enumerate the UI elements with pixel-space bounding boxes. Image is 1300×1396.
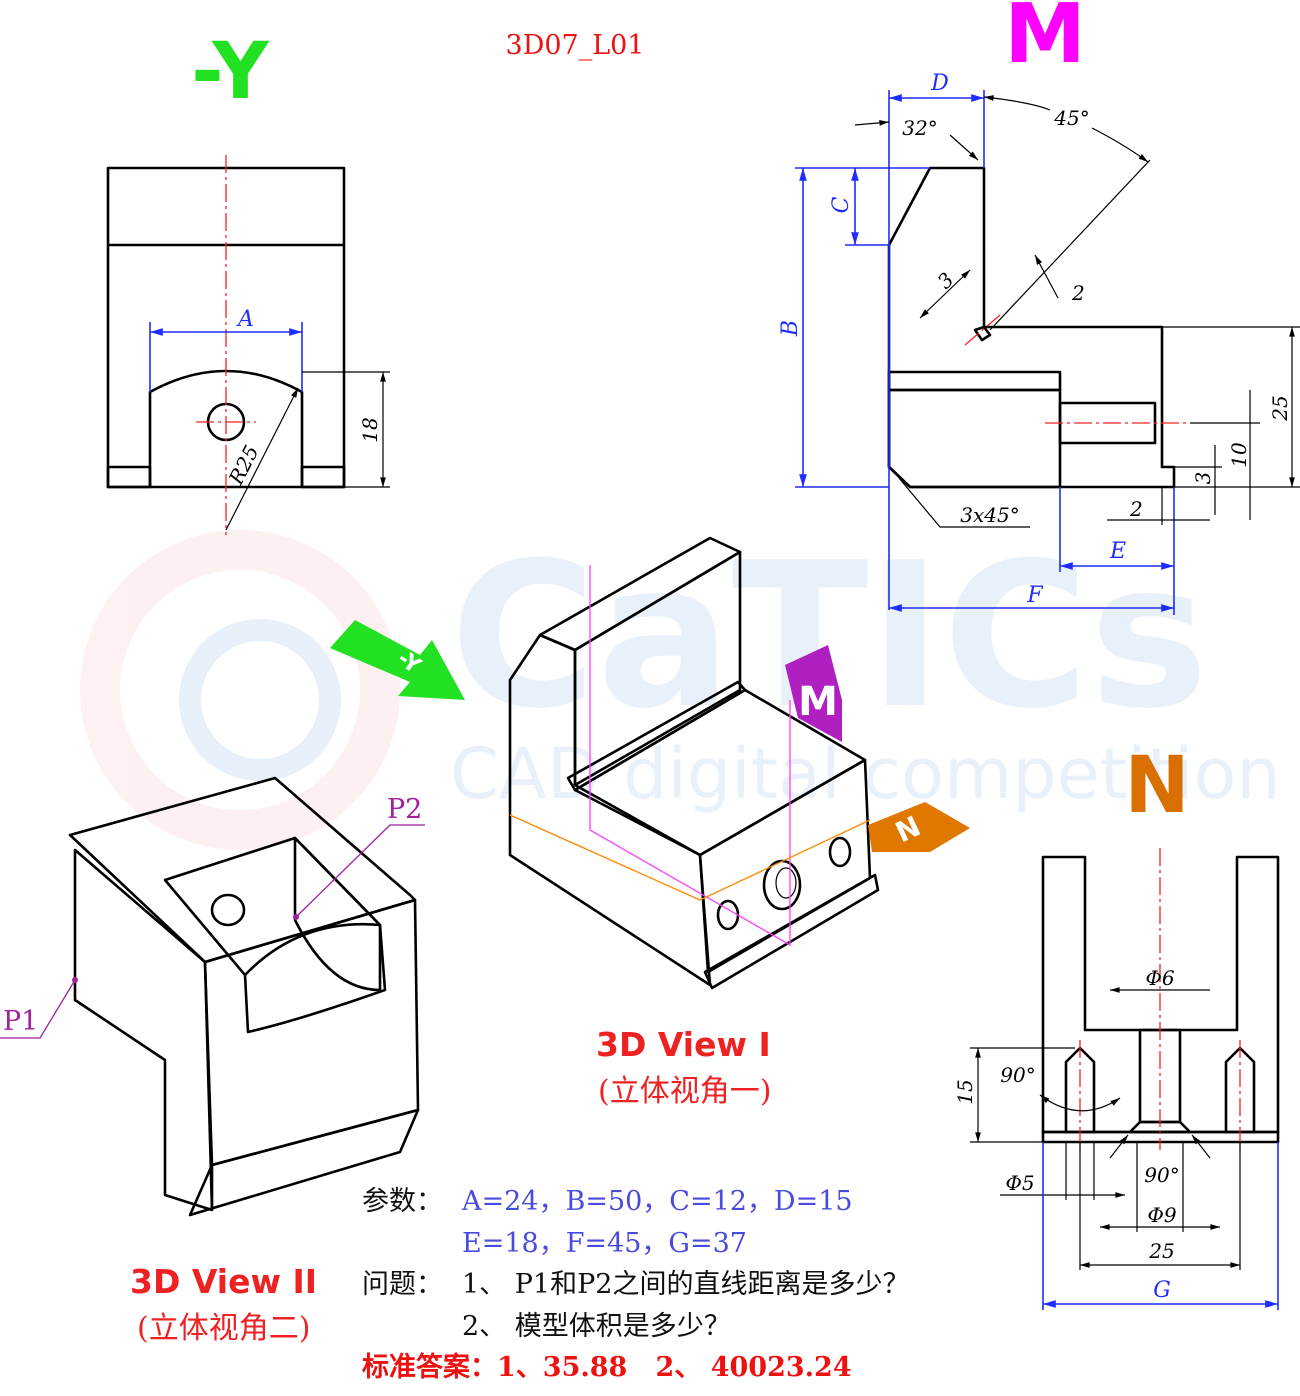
dim-phi9: Φ9 <box>1147 1203 1176 1227</box>
view-3d-1 <box>508 536 880 990</box>
params-label: 参数： <box>362 1186 443 1217</box>
params-line2: E=18，F=45，G=37 <box>462 1228 747 1259</box>
question-1: 1、 P1和P2之间的直线距离是多少？ <box>462 1269 910 1300</box>
view-3d-2: P1 P2 <box>0 776 425 1217</box>
dim-25: 25 <box>1268 395 1292 421</box>
dim-r25: R25 <box>223 441 263 489</box>
params-line1: A=24，B=50，C=12，D=15 <box>462 1186 853 1217</box>
dim-18: 18 <box>358 417 382 442</box>
view-label-y: -Y <box>191 27 270 117</box>
standard-answer: 标准答案：1、35.88 2、 40023.24 <box>362 1352 852 1383</box>
dim-e: E <box>1109 539 1126 564</box>
caption-view1-cn: (立体视角一) <box>598 1074 772 1109</box>
question-2: 2、 模型体积是多少？ <box>462 1311 731 1342</box>
view-label-m: M <box>1004 0 1086 82</box>
view-label-n: N <box>1124 741 1189 831</box>
dim-phi5: Φ5 <box>1005 1171 1034 1195</box>
dim-d: D <box>930 71 949 96</box>
dim-32deg: 32° <box>902 116 937 140</box>
dim-b: B <box>778 320 803 337</box>
caption-view1: 3D View I <box>596 1025 771 1064</box>
dim-c: C <box>829 196 854 213</box>
dim-10: 10 <box>1227 442 1251 468</box>
drawing-code: 3D07_L01 <box>506 30 645 61</box>
dim-2-step: 2 <box>1129 497 1143 521</box>
question-label: 问题： <box>362 1269 443 1300</box>
dim-25-n: 25 <box>1148 1239 1174 1263</box>
caption-view2-cn: (立体视角二) <box>137 1311 311 1346</box>
dim-90deg-csink: 90° <box>1144 1163 1179 1187</box>
tag-m-label: M <box>798 679 838 725</box>
dim-phi6: Φ6 <box>1145 966 1174 990</box>
dim-f: F <box>1026 583 1043 608</box>
dim-3-step: 3 <box>1191 472 1215 485</box>
dim-a: A <box>236 307 254 332</box>
view-y: A 18 R25 <box>106 155 390 535</box>
view-n-section: Φ6 15 90° Φ5 90° Φ9 25 G <box>953 848 1280 1310</box>
point-p1-label: P1 <box>3 1006 38 1037</box>
section-tag-n: N <box>868 802 970 852</box>
dim-90deg-drill: 90° <box>1000 1063 1035 1087</box>
dim-3-slot: 3 <box>933 268 959 294</box>
dim-chamfer: 3x45° <box>960 503 1019 527</box>
dim-15: 15 <box>953 1079 977 1104</box>
caption-view2: 3D View II <box>130 1262 318 1301</box>
dim-2-slot: 2 <box>1071 281 1085 305</box>
dim-g: G <box>1153 1278 1171 1303</box>
point-p2-label: P2 <box>387 794 422 825</box>
view-m-section: D C B E F 32° 45° 2 3 25 10 3 <box>778 71 1300 615</box>
section-tag-m: M <box>785 645 842 742</box>
dim-45deg: 45° <box>1053 106 1089 130</box>
